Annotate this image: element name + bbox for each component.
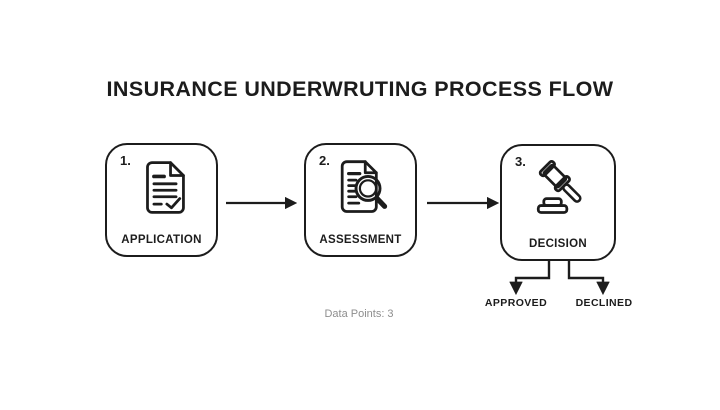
- step-number: 1.: [120, 153, 131, 168]
- diagram-title: INSURANCE UNDERWRUTING PROCESS FLOW: [106, 77, 614, 101]
- step-number: 2.: [319, 153, 330, 168]
- step-box-decision: 3. DECISION: [500, 144, 616, 261]
- document-check-icon: [138, 158, 190, 217]
- arrow-decision-to-declined: [567, 261, 610, 296]
- outcome-label-approved: APPROVED: [484, 297, 548, 309]
- step-box-application: 1. APPLICATION: [105, 143, 218, 257]
- gavel-icon: [530, 159, 590, 218]
- step-label: APPLICATION: [121, 234, 202, 246]
- data-points-caption: Data Points: 3: [324, 308, 394, 320]
- step-label: ASSESSMENT: [319, 234, 402, 246]
- arrow-decision-to-approved: [509, 261, 551, 296]
- step-label: DECISION: [529, 238, 587, 250]
- step-number: 3.: [515, 154, 526, 169]
- step-box-assessment: 2. ASSESSMENT: [304, 143, 417, 257]
- document-search-icon: [333, 158, 393, 217]
- outcome-label-declined: DECLINED: [575, 297, 633, 309]
